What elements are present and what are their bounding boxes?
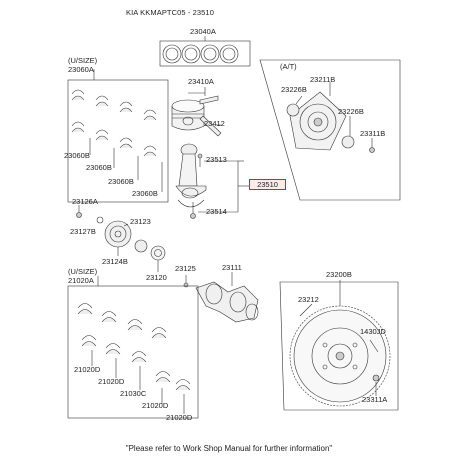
- piston-pin[interactable]: [199, 115, 222, 137]
- label-23123[interactable]: 23123: [130, 217, 151, 226]
- bearing-shells-upper[interactable]: [67, 79, 169, 203]
- label-23211B[interactable]: 23211B: [310, 75, 336, 84]
- label-23200B[interactable]: 23200B: [326, 270, 352, 279]
- label-23226B-2[interactable]: 23226B: [338, 107, 364, 116]
- label-21020D-1[interactable]: 21020D: [74, 365, 101, 374]
- label-23120[interactable]: 23120: [146, 273, 167, 282]
- flex-plate-assembly[interactable]: [259, 59, 401, 201]
- label-23060B-1[interactable]: 23060B: [64, 151, 90, 160]
- label-23125[interactable]: 23125: [175, 264, 196, 273]
- label-23060B-2[interactable]: 23060B: [86, 163, 112, 172]
- label-23060A[interactable]: 23060A: [68, 65, 94, 74]
- label-23226B[interactable]: 23226B: [281, 85, 307, 94]
- diagram-header: KIA KKMAPTC05 - 23510: [126, 8, 214, 17]
- label-23514[interactable]: 23514: [206, 207, 227, 216]
- label-23410A[interactable]: 23410A: [188, 77, 214, 86]
- label-23040A[interactable]: 23040A: [190, 27, 216, 36]
- label-23060B-4[interactable]: 23060B: [132, 189, 158, 198]
- label-23126A[interactable]: 23126A: [72, 197, 98, 206]
- label-usize-1: (U/SIZE): [68, 56, 98, 65]
- crankshaft-pulley[interactable]: [76, 205, 166, 272]
- piston-rings[interactable]: [159, 40, 251, 67]
- label-23060B-3[interactable]: 23060B: [108, 177, 134, 186]
- label-usize-2: (U/SIZE): [68, 267, 98, 276]
- label-21020A[interactable]: 21020A: [68, 276, 94, 285]
- label-23212[interactable]: 23212: [298, 295, 319, 304]
- label-23111[interactable]: 23111: [222, 263, 242, 272]
- crankshaft[interactable]: [183, 272, 259, 323]
- connecting-rod[interactable]: [175, 143, 207, 219]
- label-21020D-3[interactable]: 21020D: [142, 401, 169, 410]
- label-23513[interactable]: 23513: [206, 155, 227, 164]
- label-23412[interactable]: 23412: [204, 119, 225, 128]
- label-23311B[interactable]: 23311B: [360, 129, 386, 138]
- footer-note: "Please refer to Work Shop Manual for fu…: [125, 444, 333, 453]
- label-23124B[interactable]: 23124B: [102, 257, 128, 266]
- label-23311A[interactable]: 23311A: [362, 395, 388, 404]
- label-21020D-2[interactable]: 21020D: [98, 377, 125, 386]
- label-21030C[interactable]: 21030C: [120, 389, 147, 398]
- label-at: (A/T): [280, 62, 297, 71]
- bearing-shells-main[interactable]: [67, 285, 199, 419]
- label-21020D-4[interactable]: 21020D: [166, 413, 193, 422]
- label-1430JD[interactable]: 1430JD: [360, 327, 386, 336]
- label-23127B[interactable]: 23127B: [70, 227, 96, 236]
- part-23510-highlight[interactable]: 23510: [249, 179, 286, 190]
- piston[interactable]: [171, 87, 219, 131]
- flywheel[interactable]: [279, 280, 399, 411]
